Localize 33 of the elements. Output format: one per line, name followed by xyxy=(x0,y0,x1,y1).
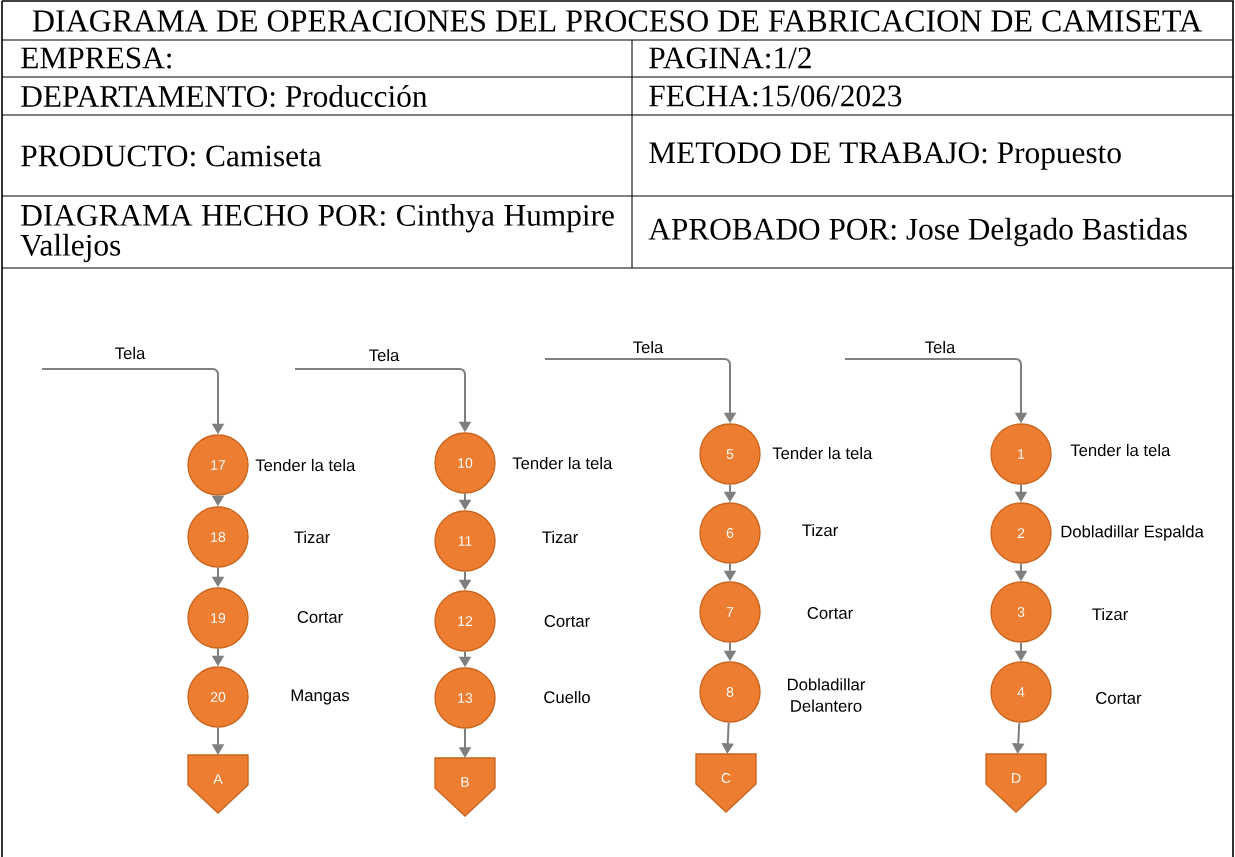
operation-label: Cortar xyxy=(297,611,343,623)
operation-label: Cuello xyxy=(544,690,590,704)
header-field: DEPARTAMENTO: Producción xyxy=(21,84,428,108)
operation-label: Cortar xyxy=(807,607,853,619)
off-page-connector: A xyxy=(187,754,249,814)
operation-label: Dobladillar Delantero xyxy=(788,678,866,712)
operation-label: Tender la tela xyxy=(512,456,613,470)
edge-label: Tela xyxy=(115,346,146,360)
edge-label: Tela xyxy=(633,340,664,354)
off-page-connector: C xyxy=(695,753,757,813)
operation-label: Tizar xyxy=(1092,607,1128,621)
operation-label: Cortar xyxy=(1096,692,1142,704)
edge-label: Tela xyxy=(925,340,956,354)
header-field: PAGINA:1/2 xyxy=(649,47,811,69)
off-page-connector: B xyxy=(434,757,496,817)
header-field: APROBADO POR: Jose Delgado Bastidas xyxy=(648,217,1187,247)
operation-label: Tender la tela xyxy=(772,446,873,460)
header-field: FECHA:15/06/2023 xyxy=(649,85,902,107)
off-page-connector: D xyxy=(985,753,1047,813)
header-field: PRODUCTO: Camiseta xyxy=(21,145,322,167)
operation-label: Tender la tela xyxy=(255,458,356,472)
operation-label: Dobladillar Espalda xyxy=(1061,525,1204,541)
operation-label: Tizar xyxy=(542,530,578,544)
table-title: DIAGRAMA DE OPERACIONES DEL PROCESO DE FABRICACION DE CAMISETA xyxy=(32,10,1202,32)
edge-label: Tela xyxy=(369,348,400,362)
operation-label: Tizar xyxy=(802,523,838,537)
operation-label: Mangas xyxy=(291,689,350,705)
operation-label: Cortar xyxy=(544,615,590,627)
operation-label: Tizar xyxy=(294,530,330,544)
header-field: METODO DE TRABAJO: Propuesto xyxy=(649,142,1121,170)
header-field: DIAGRAMA HECHO POR: Cinthya Humpire Vallejos xyxy=(20,203,614,263)
operation-label: Tender la tela xyxy=(1070,443,1171,457)
header-field: EMPRESA: xyxy=(21,47,171,69)
